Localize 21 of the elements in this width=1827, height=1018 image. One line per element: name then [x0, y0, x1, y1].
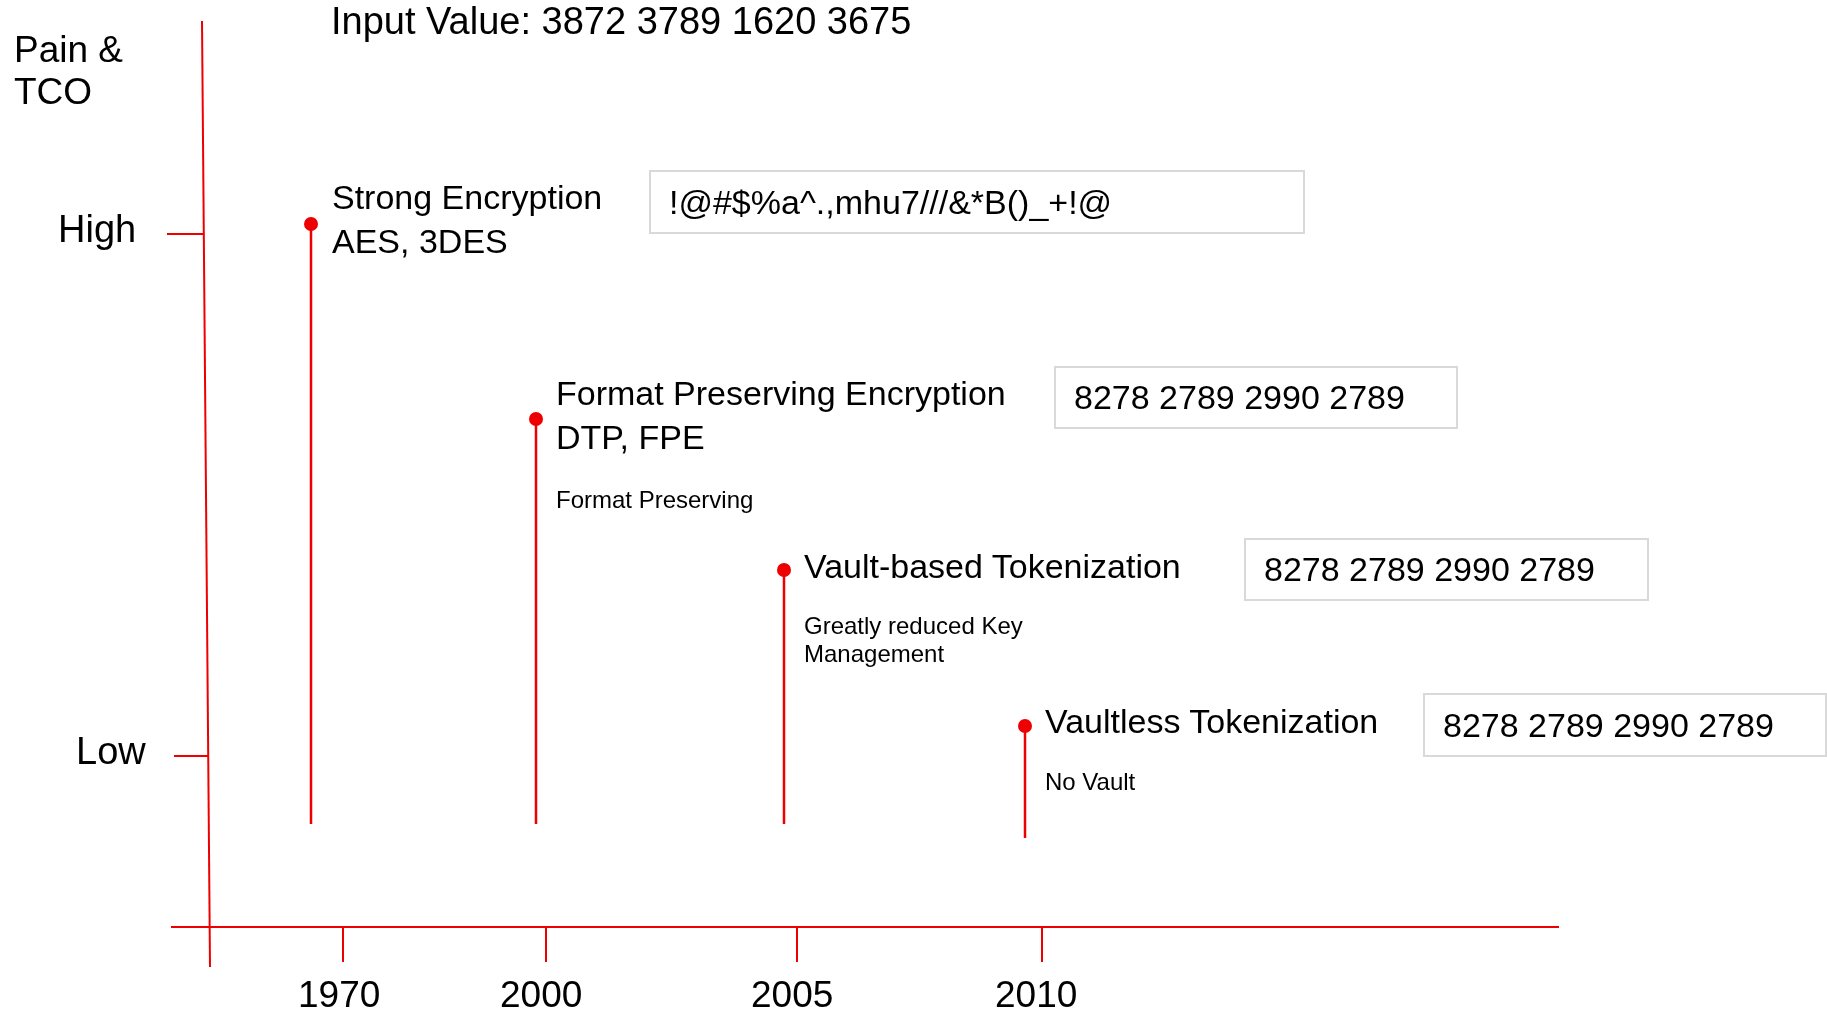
year-label: 2000: [500, 973, 583, 1017]
value-box: 8278 2789 2990 2789: [1423, 693, 1827, 757]
axis-title: Pain & TCO: [14, 28, 124, 114]
method-note: Format Preserving: [556, 486, 754, 514]
method-name: Vault-based Tokenization: [804, 547, 1181, 587]
method-name: Vaultless Tokenization: [1045, 702, 1379, 742]
value-box: 8278 2789 2990 2789: [1054, 366, 1458, 429]
year-label: 2010: [995, 973, 1078, 1017]
year-label: 1970: [298, 973, 381, 1017]
method-examples: DTP, FPE: [556, 418, 705, 458]
title: Input Value: 3872 3789 1620 3675: [331, 0, 912, 45]
method-note: No Vault: [1045, 768, 1136, 796]
method-name: Strong Encryption: [332, 178, 603, 218]
method-note: Greatly reduced Key Management: [804, 612, 1024, 668]
value-box: 8278 2789 2990 2789: [1244, 538, 1649, 601]
value-box: !@#$%a^.,mhu7///&*B()_+!@: [649, 170, 1305, 234]
method-name: Format Preserving Encryption: [556, 374, 1006, 414]
axis-tick-label: High: [58, 208, 137, 253]
year-label: 2005: [751, 973, 834, 1017]
axis-tick-label: Low: [76, 730, 146, 775]
method-examples: AES, 3DES: [332, 222, 508, 262]
